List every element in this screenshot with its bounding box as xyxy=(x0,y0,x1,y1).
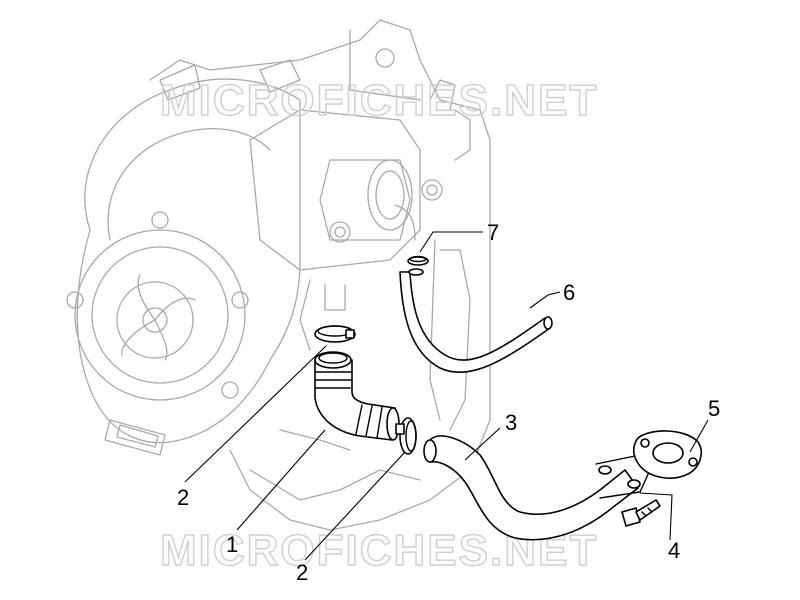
hose-clamp-lower xyxy=(395,417,417,455)
engine-housing-ghost xyxy=(66,19,491,531)
callout-4: 4 xyxy=(668,538,680,563)
watermark-top: MICROFICHES.NET xyxy=(160,76,598,125)
vent-tube xyxy=(399,268,553,373)
callout-7: 7 xyxy=(487,220,499,245)
bolt xyxy=(621,499,661,527)
elbow-hose xyxy=(314,351,400,441)
bent-pipe xyxy=(423,435,651,541)
callout-1: 1 xyxy=(226,532,238,557)
callout-6: 6 xyxy=(563,280,575,305)
callout-2a: 2 xyxy=(177,485,189,510)
leader-lines xyxy=(184,231,709,561)
small-clip xyxy=(407,255,429,266)
flange-gasket xyxy=(632,430,702,479)
callout-5: 5 xyxy=(708,396,720,421)
callout-3: 3 xyxy=(505,410,517,435)
hose-clamp-upper xyxy=(314,325,356,343)
callout-2b: 2 xyxy=(296,560,308,585)
